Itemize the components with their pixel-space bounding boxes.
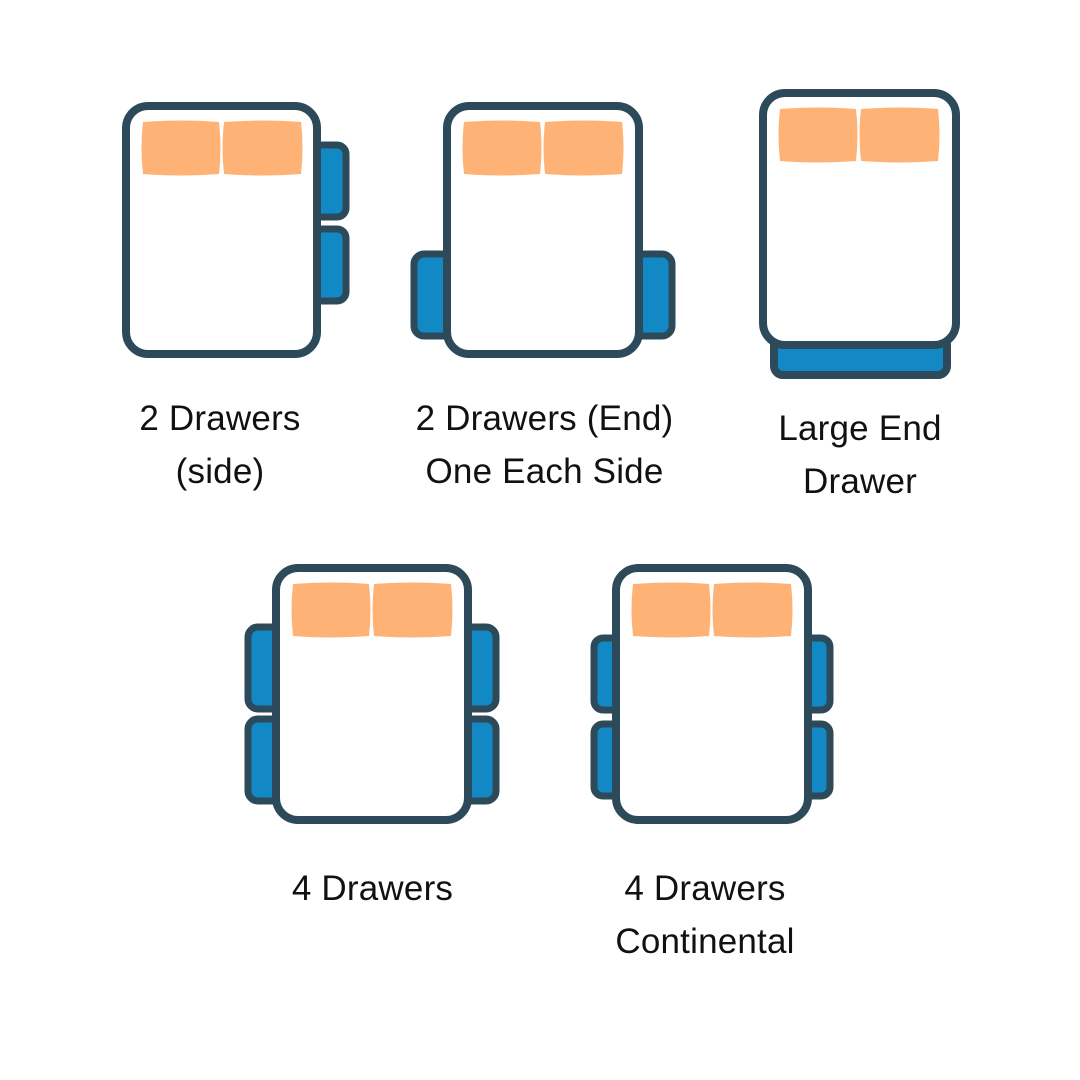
bed-diagram-large-end-drawer[interactable] <box>750 78 980 388</box>
pillow-right <box>222 120 303 176</box>
bed-diagram-four-drawers[interactable] <box>232 552 512 842</box>
bed-icon-four-drawers-continental <box>590 564 834 824</box>
pillow-right <box>372 582 453 638</box>
caption-four-drawers-continental: 4 Drawers Continental <box>615 869 795 962</box>
pillow-right <box>712 582 793 638</box>
pillow-group <box>631 582 793 638</box>
caption-four-drawers: 4 Drawers <box>291 869 454 908</box>
caption-two-drawers-end: 2 Drawers (End) One Each Side <box>415 399 674 492</box>
drawer-group-right <box>309 141 350 305</box>
pillow-left <box>291 582 371 638</box>
caption-two-drawers-side: 2 Drawers (side) <box>139 399 301 492</box>
pillow-group <box>141 120 303 176</box>
bed-icon-four-drawers <box>244 564 500 824</box>
pillow-right <box>859 107 940 163</box>
pillow-group <box>462 120 624 176</box>
pillow-left <box>631 582 711 638</box>
bed-diagram-two-drawers-side[interactable] <box>110 88 360 368</box>
bed-diagram-two-drawers-end[interactable] <box>398 88 688 368</box>
bed-icon-two-drawers-side <box>122 102 350 358</box>
pillow-right <box>543 120 624 176</box>
pillow-left <box>141 120 221 176</box>
bed-icon-large-end-drawer <box>759 89 960 379</box>
pillow-group <box>778 107 940 163</box>
pillow-group <box>291 582 453 638</box>
pillow-left <box>778 107 858 163</box>
bed-icon-two-drawers-end <box>410 102 676 358</box>
bed-diagram-four-drawers-continental[interactable] <box>572 552 852 842</box>
caption-large-end-drawer: Large End Drawer <box>778 409 942 502</box>
pillow-left <box>462 120 542 176</box>
